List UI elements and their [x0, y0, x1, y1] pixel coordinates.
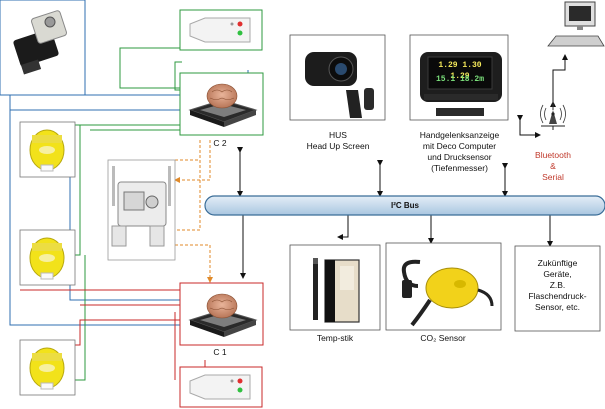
i2c-bus — [204, 195, 605, 216]
wrist-display-row1: 1.29 1.30 1.29 — [438, 61, 482, 81]
label-wrist: Handgelenksanzeige mit Deco Computer und… — [402, 130, 517, 174]
controller-chip-icon — [188, 83, 258, 127]
label-hus-line1: HUS — [329, 130, 347, 140]
co2-sensor — [385, 242, 502, 331]
label-wrist-line1: Handgelenksanzeige — [419, 130, 500, 140]
oxygen-sensor-3 — [19, 339, 76, 396]
label-c1: C 1 — [213, 347, 227, 357]
controller-c2 — [179, 72, 264, 136]
label-future-line4: Flaschendruck- — [528, 291, 587, 301]
label-future-line3: Z.B. — [549, 280, 566, 290]
label-co2: CO₂ Sensor — [420, 333, 466, 343]
label-future: Zukünftige Geräte, Z.B. Flaschendruck- S… — [515, 258, 600, 313]
label-future-line5: Sensor, etc. — [535, 302, 580, 312]
label-wrist-line4: (Tiefenmesser) — [431, 163, 488, 173]
wrist-display-row2: 15.1 18.2m — [435, 75, 484, 84]
hud-icon — [305, 52, 374, 118]
solenoid-icon — [13, 10, 68, 75]
hus-device — [289, 34, 386, 121]
label-future-line2: Geräte, — [543, 269, 572, 279]
label-future-line1: Zukünftige — [537, 258, 578, 268]
antenna-icon — [540, 102, 566, 130]
label-bt-line2: & — [550, 161, 556, 171]
label-wrist-line2: mit Deco Computer — [422, 141, 497, 151]
battery-module-icon — [111, 166, 171, 247]
battery-module — [107, 159, 176, 261]
label-c2: C 2 — [213, 138, 227, 148]
oxygen-sensor-icon — [29, 129, 65, 172]
label-bluetooth: Bluetooth & Serial — [523, 150, 583, 183]
label-bt-line1: Bluetooth — [535, 150, 571, 160]
label-hus: HUS Head Up Screen — [288, 130, 388, 152]
oxygen-sensor-2 — [19, 229, 76, 286]
label-bus: I²C Bus — [391, 201, 419, 210]
led-indicator-icon — [189, 17, 251, 43]
controller-c1 — [179, 282, 264, 346]
label-wrist-line3: und Drucksensor — [427, 152, 492, 162]
oxygen-sensor-1 — [19, 121, 76, 178]
temp-stick-icon — [313, 258, 360, 323]
label-hus-line2: Head Up Screen — [306, 141, 370, 151]
label-bt-line3: Serial — [542, 172, 564, 182]
led-indicator-bottom — [179, 366, 263, 408]
wrist-computer — [409, 34, 509, 121]
temp-stick — [289, 244, 381, 331]
computer — [547, 1, 605, 47]
solenoid-box — [0, 0, 86, 96]
led-indicator-icon — [189, 374, 251, 400]
label-temp: Temp-stik — [316, 333, 354, 343]
future-devices-box — [514, 245, 601, 332]
oxygen-sensor-icon — [29, 237, 65, 280]
computer-icon — [547, 1, 605, 47]
antenna — [540, 102, 566, 130]
wrist-computer-icon — [420, 52, 502, 116]
controller-chip-icon — [188, 293, 258, 337]
led-indicator-top — [179, 9, 263, 51]
oxygen-sensor-icon — [29, 347, 65, 390]
co2-sensor-icon — [401, 259, 494, 327]
